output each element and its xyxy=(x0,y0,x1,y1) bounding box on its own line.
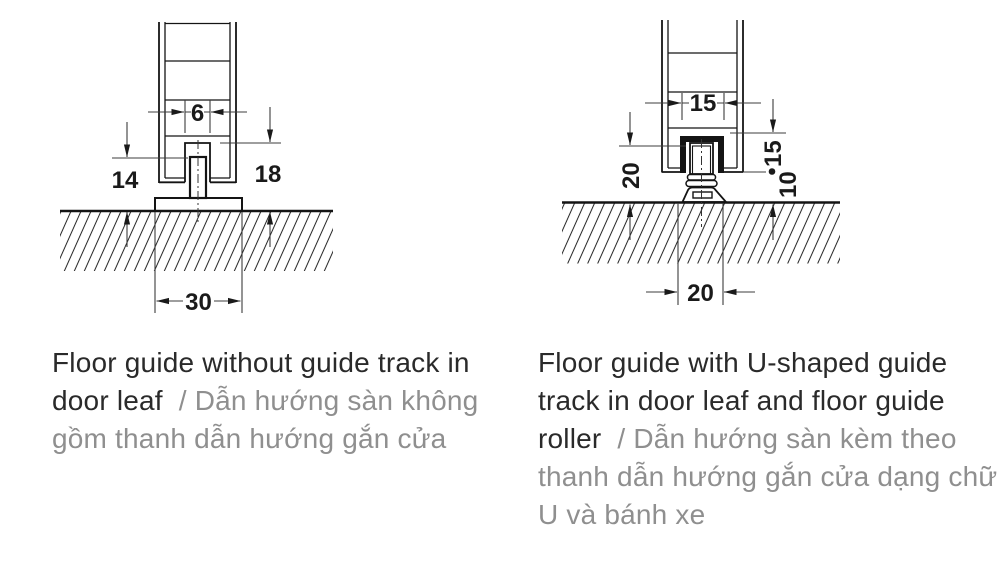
dimension-engagement-height: 18 xyxy=(220,107,281,247)
dim-value-track-width: 15 xyxy=(690,90,717,117)
floor-hatch xyxy=(60,212,333,271)
reference-dot xyxy=(768,168,776,175)
dimension-track-depth-and-clearance: 15 10 xyxy=(730,99,802,240)
dimension-base-width: 20 xyxy=(646,203,755,307)
u-shaped-guide-track xyxy=(680,136,724,173)
floor-section-left xyxy=(60,209,333,271)
caption-right-vietnamese: Dẫn hướng sàn kèm theo thanh dẫn hướng g… xyxy=(538,423,998,530)
caption-left-vietnamese: Dẫn hướng sàn không gồm thanh dẫn hướng … xyxy=(52,385,487,454)
caption-left-english: Floor guide without guide track in door … xyxy=(52,347,478,416)
diagram-floor-guide-without-track: 6 14 18 30 xyxy=(60,22,333,316)
dim-value-engagement-height: 18 xyxy=(255,161,282,188)
caption-right-english: Floor guide with U-shaped guide track in… xyxy=(538,347,956,454)
caption-right: Floor guide with U-shaped guide track in… xyxy=(538,344,1000,534)
floor-guide-pin-assembly xyxy=(154,140,243,225)
dimension-slot-width: 6 xyxy=(148,100,247,133)
caption-right-separator: / xyxy=(601,423,634,454)
dim-value-plate-width: 30 xyxy=(185,289,212,316)
diagram-floor-guide-with-u-track: 15 20 15 10 20 xyxy=(562,20,840,307)
dimension-track-width: 15 xyxy=(645,90,761,120)
dimension-pin-height: 14 xyxy=(112,122,188,247)
floor-guide-roller xyxy=(681,139,728,227)
roller-base xyxy=(681,186,728,203)
dimension-roller-height: 20 xyxy=(618,112,686,240)
dim-value-roller-height: 20 xyxy=(618,162,645,189)
dim-value-pin-height: 14 xyxy=(112,167,139,194)
dim-value-track-depth: 15 xyxy=(760,140,787,167)
caption-left: Floor guide without guide track in door … xyxy=(52,344,504,458)
dim-value-floor-clearance: 10 xyxy=(775,171,802,198)
door-leaf-right xyxy=(661,20,744,173)
dim-value-base-width: 20 xyxy=(687,280,714,307)
caption-left-separator: / xyxy=(162,385,195,416)
dim-value-slot-width: 6 xyxy=(191,100,204,127)
dimension-plate-width: 30 xyxy=(154,212,243,316)
